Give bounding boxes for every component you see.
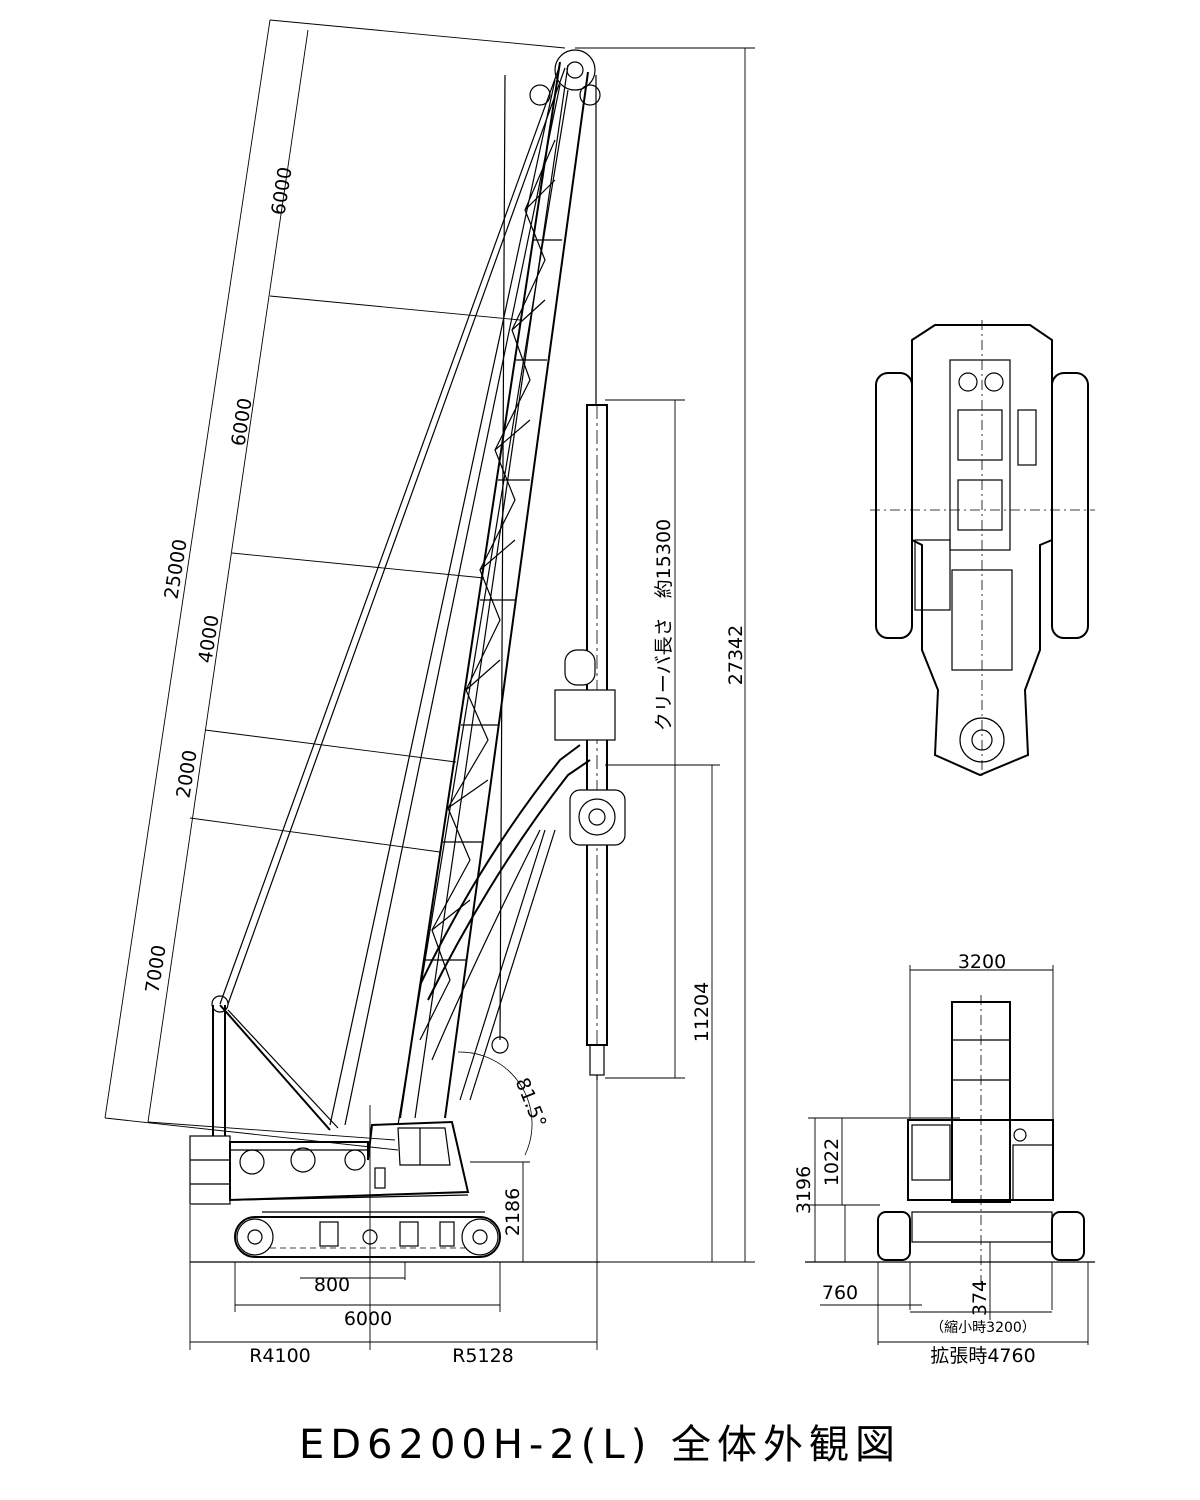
hoist-rope [491, 74, 597, 1054]
drawing-title: ED6200H-2(L) 全体外観図 [298, 1422, 902, 1468]
boom-chord-left [399, 61, 561, 1119]
suspension-ropes [219, 64, 569, 1126]
dim-front-radius: R5128 [452, 1345, 514, 1367]
dim-boom-total: 25000 [160, 537, 191, 600]
front-upper-body [907, 1119, 1054, 1201]
front-dimensions: 3200 3196 1022 760 374 （縮小時3200） 拡張時4760 [793, 951, 1089, 1367]
counterweight [189, 1135, 231, 1205]
side-view [189, 49, 626, 1263]
dim-track-offset: 800 [314, 1274, 350, 1296]
upper-body [189, 1120, 470, 1205]
support-arm [419, 744, 591, 1101]
gantry-frame [211, 995, 339, 1136]
dim-extended-width: 拡張時4760 [930, 1345, 1035, 1367]
leader [586, 404, 608, 1080]
dim-boom-foot-height: 2186 [502, 1188, 524, 1236]
top-view [870, 320, 1095, 780]
dim-cab-height: 3196 [793, 1166, 815, 1214]
track-left [875, 372, 913, 639]
dim-leader-length: クリーバ長さ 約15300 [653, 519, 675, 731]
front-view [805, 995, 1095, 1290]
operator-cab [397, 1127, 451, 1166]
boom-angle-arc [457, 1051, 533, 1156]
dim-boom-seg-4: 2000 [172, 748, 201, 799]
hook [491, 1036, 509, 1054]
dim-boom-seg-2: 6000 [227, 396, 256, 447]
dim-overall-height: 27342 [725, 625, 747, 685]
rotary-drive-unit [554, 649, 626, 846]
dim-leader-bottom-height: 11204 [691, 982, 713, 1042]
dim-boom-seg-top: 6000 [267, 165, 296, 216]
dim-retracted-width: （縮小時3200） [930, 1320, 1036, 1336]
dim-cab-width: 3200 [958, 951, 1006, 973]
dim-body-height: 1022 [821, 1138, 843, 1186]
boom-chord-right [444, 71, 589, 1119]
dim-boom-angle: 81.5° [511, 1075, 551, 1131]
track-right [1051, 372, 1089, 639]
dim-boom-seg-5: 7000 [141, 943, 170, 994]
top-cab [914, 539, 951, 611]
boom-top-sheave [554, 49, 596, 91]
dim-tail-radius: R4100 [249, 1345, 311, 1367]
dim-track-length: 6000 [344, 1308, 392, 1330]
crawler-track [234, 1211, 501, 1258]
dim-ground-clearance: 374 [969, 1280, 991, 1316]
dim-boom-seg-3: 4000 [194, 613, 223, 664]
dim-track-shoe-width: 760 [822, 1282, 858, 1304]
